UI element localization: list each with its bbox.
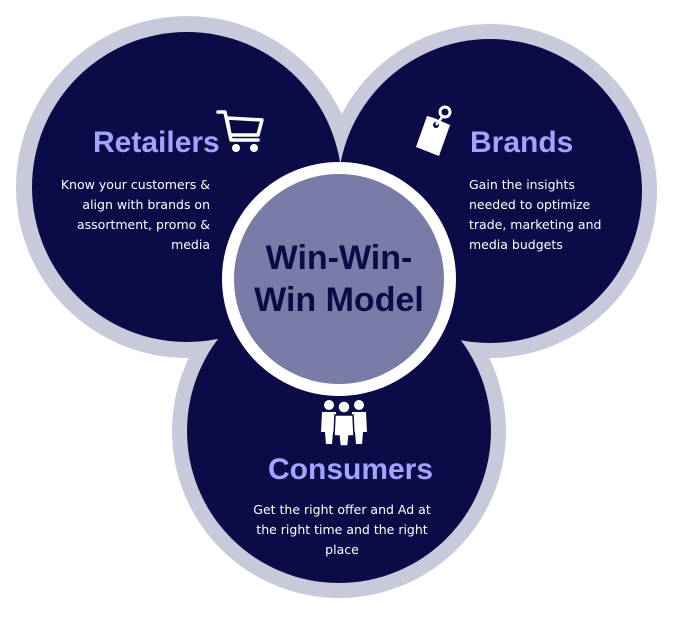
center-title: Win-Win-Win Model [254,239,424,319]
price-tag-icon [416,105,452,156]
people-group-icon [321,400,367,446]
consumers-description: Get the right offer and Ad at the right … [253,502,431,557]
shopping-cart-icon [216,110,264,152]
center-circle: Win-Win-Win Model [234,174,444,384]
retailers-heading: Retailers [93,126,220,159]
brands-heading: Brands [470,126,574,159]
brands-description: Gain the insights needed to optimize tra… [469,177,602,252]
consumers-heading: Consumers [268,453,434,486]
retailers-description: Know your customers & align with brands … [60,177,210,252]
